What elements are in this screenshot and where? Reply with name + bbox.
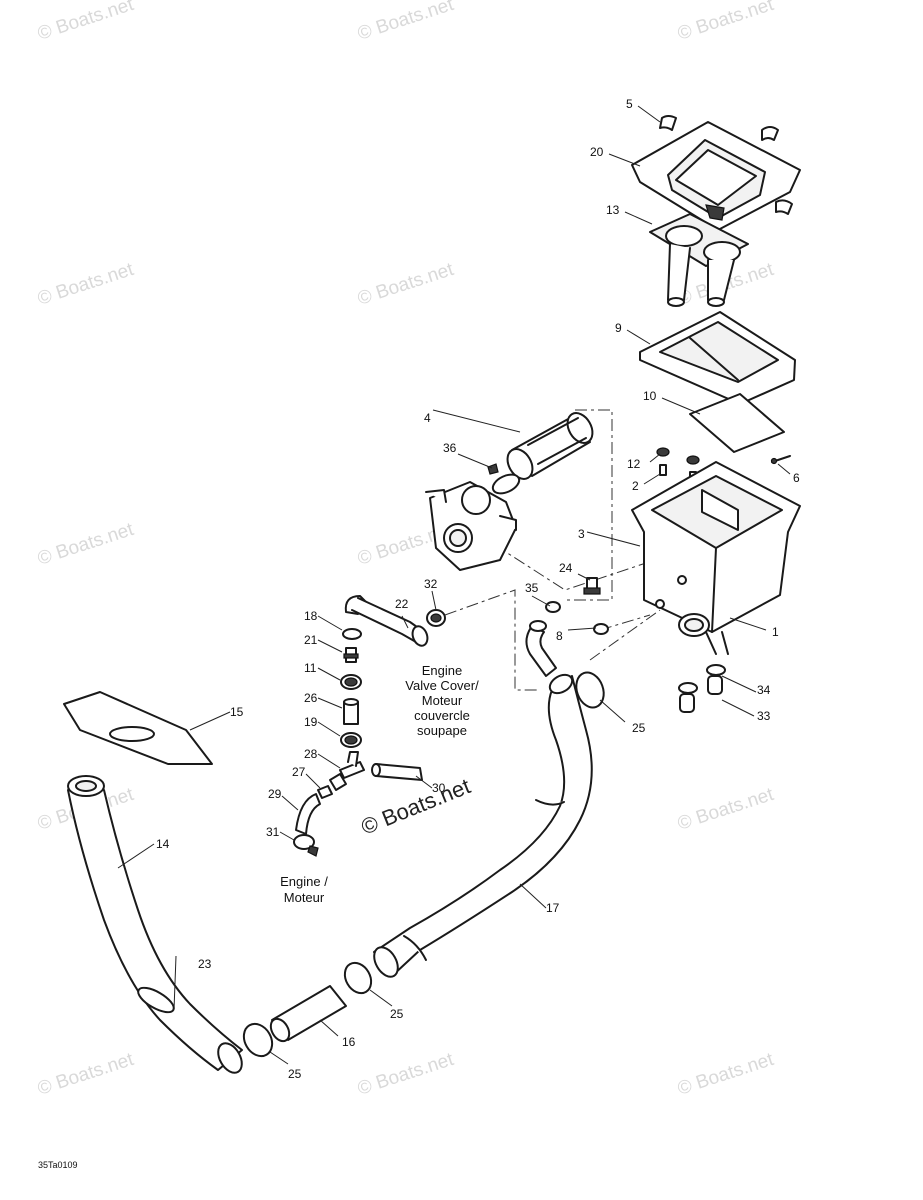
callout-13: 13 — [606, 203, 620, 217]
watermark: © Boats.net — [675, 784, 777, 835]
part-15-heat-shield — [63, 691, 213, 765]
throttle-body — [425, 481, 517, 571]
watermark: © Boats.net — [35, 519, 137, 570]
part-18-clamp — [342, 628, 362, 640]
watermark: © Boats.net — [35, 0, 137, 45]
callout-14: 14 — [156, 837, 170, 851]
watermark: © Boats.net — [355, 1049, 457, 1100]
part-13-intake-adapter — [649, 213, 749, 307]
part-8-clamps — [545, 601, 609, 635]
part-14-intake-hose — [67, 775, 243, 1074]
callout-27: 27 — [292, 765, 306, 779]
part-19-clamp — [340, 732, 362, 748]
valve-cover-note-line: couvercle — [414, 708, 470, 723]
part-27-connector — [317, 785, 333, 799]
callout-23: 23 — [198, 957, 212, 971]
callout-25: 25 — [390, 1007, 404, 1021]
callout-5: 5 — [626, 97, 633, 111]
callout-19: 19 — [304, 715, 318, 729]
callout-21: 21 — [304, 633, 318, 647]
callout-16: 16 — [342, 1035, 356, 1049]
callout-29: 29 — [268, 787, 282, 801]
leader-lines — [117, 105, 791, 1065]
callout-24: 24 — [559, 561, 573, 575]
callout-18: 18 — [304, 609, 318, 623]
part-16-hose — [269, 985, 347, 1043]
center-watermark: © Boats.net — [358, 773, 474, 839]
valve-cover-note-line: Engine — [422, 663, 462, 678]
watermark: © Boats.net — [35, 259, 137, 310]
valve-cover-note: Engine Valve Cover/ Moteur couvercle sou… — [405, 663, 479, 738]
callout-20: 20 — [590, 145, 604, 159]
callout-3: 3 — [578, 527, 585, 541]
callout-30: 30 — [432, 781, 446, 795]
figure-code: 35Ta0109 — [38, 1160, 78, 1170]
fitting-stack — [340, 628, 362, 748]
part-31-clamp — [293, 834, 319, 857]
callout-36: 36 — [443, 441, 457, 455]
callout-25: 25 — [632, 721, 646, 735]
part-17-intake-hose — [373, 673, 593, 978]
watermark: © Boats.net — [675, 0, 777, 45]
part-10-air-filter — [689, 393, 785, 453]
callout-22: 22 — [395, 597, 409, 611]
engine-note-line: Moteur — [284, 890, 325, 905]
callout-6: 6 — [793, 471, 800, 485]
callout-10: 10 — [643, 389, 657, 403]
part-6-pin — [770, 455, 791, 465]
callout-numbers: 5 20 13 9 10 12 2 6 3 24 1 4 36 35 8 32 … — [156, 97, 800, 1081]
watermark: © Boats.net — [355, 259, 457, 310]
part-11-clamp — [340, 674, 362, 690]
engine-note-line: Engine / — [280, 874, 328, 889]
part-29-hose — [295, 793, 321, 835]
callout-34: 34 — [757, 683, 771, 697]
part-35-hose — [525, 620, 557, 677]
callout-8: 8 — [556, 629, 563, 643]
part-23-strap — [137, 955, 177, 1014]
part-21-nipple — [343, 647, 359, 663]
callout-26: 26 — [304, 691, 318, 705]
callout-25: 25 — [288, 1067, 302, 1081]
callout-11: 11 — [304, 661, 317, 675]
watermark: © Boats.net — [355, 0, 457, 45]
part-36-clamp — [487, 463, 521, 495]
part-5-clips — [659, 115, 793, 215]
part-26-tube — [343, 698, 359, 725]
part-20-airbox-cover — [631, 121, 801, 231]
part-22-hose — [344, 595, 429, 647]
part-25-clamps — [242, 671, 605, 1058]
part-9-filter-frame — [639, 311, 796, 405]
callout-4: 4 — [424, 411, 431, 425]
callout-32: 32 — [424, 577, 438, 591]
valve-cover-note-line: Moteur — [422, 693, 463, 708]
callout-1: 1 — [772, 625, 779, 639]
callout-15: 15 — [230, 705, 244, 719]
valve-cover-note-line: Valve Cover/ — [405, 678, 479, 693]
callout-17: 17 — [546, 901, 560, 915]
engine-note: Engine / Moteur — [280, 874, 328, 905]
callout-28: 28 — [304, 747, 318, 761]
watermark: © Boats.net — [675, 1049, 777, 1100]
callout-33: 33 — [757, 709, 771, 723]
watermark: © Boats.net — [35, 1049, 137, 1100]
callout-35: 35 — [525, 581, 539, 595]
part-30-hose — [371, 763, 423, 781]
valve-cover-note-line: soupape — [417, 723, 467, 738]
part-33-caps — [679, 675, 723, 713]
part-28-tee-fitting — [329, 751, 365, 791]
part-1-air-box — [631, 461, 801, 655]
callout-2: 2 — [632, 479, 639, 493]
callout-9: 9 — [615, 321, 622, 335]
part-32-clamp — [426, 609, 446, 627]
part-24-bolt — [583, 577, 601, 595]
callout-31: 31 — [266, 825, 280, 839]
callout-12: 12 — [627, 457, 641, 471]
part-4-intake-boot — [506, 412, 594, 480]
